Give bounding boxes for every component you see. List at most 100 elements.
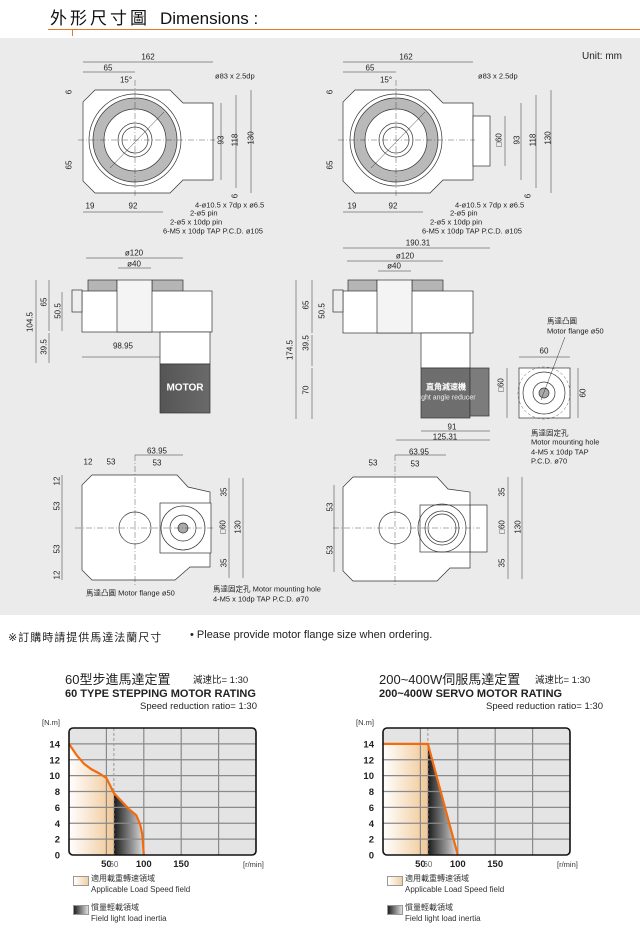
y-tick-label: 10 xyxy=(49,771,60,782)
dim-label: 91 xyxy=(447,422,457,432)
legend-label-zh: 適用載重轉速領域 xyxy=(405,874,469,883)
callout-label: 4-ø10.5 x 7dp x ø6.5 xyxy=(195,200,265,210)
applicable-load-speed-area xyxy=(69,743,114,855)
flange-label-zh: 馬達凸圓 xyxy=(547,316,577,326)
dim-label: 125.31 xyxy=(432,432,458,442)
legend-label-zh: 慣量輕載領域 xyxy=(405,903,453,912)
dim-label: 60 xyxy=(539,346,549,356)
x-axis-label: [r/min] xyxy=(243,860,264,869)
motor-label: MOTOR xyxy=(166,382,204,394)
y-axis-label: [N.m] xyxy=(42,718,60,727)
dim-label: 53 xyxy=(410,459,420,469)
dim-label: ø83 x 2.5dp xyxy=(215,71,255,81)
callout-label: 2-ø5 x 10dp pin xyxy=(170,217,223,227)
title-en: Dimensions : xyxy=(160,9,259,28)
dim-label: ø83 x 2.5dp xyxy=(478,71,518,81)
hole-label-zh: 馬達固定孔 xyxy=(531,428,569,438)
legend-swatch-inertia xyxy=(387,905,403,915)
y-tick-label: 0 xyxy=(55,851,60,862)
callout-label: 6-M5 x 10dp TAP P.C.D. ø105 xyxy=(422,226,522,236)
dim-label: 63.95 xyxy=(146,446,168,456)
reducer-label-en: Right angle reducer xyxy=(414,394,476,402)
legend-label-zh: 適用載重轉速領域 xyxy=(91,874,155,883)
side-view-left xyxy=(35,257,213,414)
legend-label-zh: 慣量輕載領域 xyxy=(91,903,139,912)
plot-border xyxy=(68,727,257,856)
y-tick-label: 8 xyxy=(55,787,60,798)
dim-label: 65 xyxy=(365,63,375,73)
plan-view-right xyxy=(333,454,523,585)
y-tick-label: 14 xyxy=(49,739,60,750)
hole-spec: 4-M5 x 10dp TAP xyxy=(531,447,589,457)
side-view-right xyxy=(295,247,508,441)
chart-ratio-zh: 減速比= 1:30 xyxy=(535,675,591,686)
dim-label: 162 xyxy=(399,52,413,62)
callout-label: 6-M5 x 10dp TAP P.C.D. ø105 xyxy=(163,226,263,236)
motor-flange-view xyxy=(517,336,579,420)
chart-subtitle: Speed reduction ratio= 1:30 xyxy=(140,701,257,712)
chart-subtitle: Speed reduction ratio= 1:30 xyxy=(486,701,603,712)
chart-title-zh: 60型步進馬達定置 xyxy=(65,672,171,687)
plan-view-left xyxy=(61,454,244,585)
x-tick-label: 150 xyxy=(173,859,189,870)
dim-label: 53 xyxy=(368,458,378,468)
legend-swatch-applicable xyxy=(73,876,89,886)
flange-callout: 馬達凸圓 Motor flange ø50 xyxy=(86,588,175,598)
dim-label: 190.31 xyxy=(405,238,431,248)
chart-title-zh: 200~400W伺服馬達定置 xyxy=(379,672,521,687)
title-underline xyxy=(48,29,640,30)
dim-label: 15° xyxy=(379,75,393,85)
chart-title: 200~400W SERVO MOTOR RATING xyxy=(379,688,563,700)
dim-label: ø120 xyxy=(395,251,415,261)
hole-spec: P.C.D. ø70 xyxy=(531,456,568,466)
legend-label-en: Field light load inertia xyxy=(91,914,167,923)
legend-label-en: Applicable Load Speed field xyxy=(91,885,191,894)
legend-swatch-inertia xyxy=(73,905,89,915)
hole-label-en: Motor mounting hole xyxy=(531,437,600,447)
reducer-label-zh: 直角減速機 xyxy=(426,382,466,392)
dim-label: 15° xyxy=(119,75,133,85)
dim-label: ø40 xyxy=(387,261,401,271)
dim-label: 19 xyxy=(347,201,357,211)
flange-label-en: Motor flange ø50 xyxy=(547,326,604,336)
callout-label: 2-ø5 pin xyxy=(450,208,478,218)
torque-speed-curve xyxy=(68,743,145,856)
title-zh: 外形尺寸圖 xyxy=(50,9,150,28)
top-view-left xyxy=(78,61,252,213)
dim-label: ø120 xyxy=(124,248,144,258)
page-title: 外形尺寸圖 Dimensions : xyxy=(50,4,258,29)
x-tick-label: 60 xyxy=(109,860,118,869)
dim-label: 98.95 xyxy=(112,341,134,351)
title-underline-tick xyxy=(72,29,73,36)
legend-swatch-applicable xyxy=(387,876,403,886)
dim-label: 53 xyxy=(106,457,116,467)
callout-label: 2-ø5 pin xyxy=(190,208,218,218)
legend-label-en: Applicable Load Speed field xyxy=(405,885,505,894)
dim-label: 63.95 xyxy=(408,447,430,457)
chart-ratio-zh: 減速比= 1:30 xyxy=(193,675,249,686)
dim-label: ø40 xyxy=(127,259,141,269)
x-tick-label: 50 xyxy=(101,859,112,870)
y-tick-label: 4 xyxy=(55,819,61,830)
order-note-zh: ※訂購時請提供馬達法蘭尺寸 xyxy=(8,632,163,644)
x-tick-label: 100 xyxy=(136,859,152,870)
hole-callout: 馬達固定孔 Motor mounting hole xyxy=(213,584,321,594)
dim-label: 53 xyxy=(152,458,162,468)
callout-label: 4-ø10.5 x 7dp x ø6.5 xyxy=(455,200,525,210)
order-note-en: • Please provide motor flange size when … xyxy=(190,629,433,641)
dim-label: 65 xyxy=(103,63,113,73)
y-tick-label: 2 xyxy=(55,835,60,846)
legend-label-en: Field light load inertia xyxy=(405,914,481,923)
hole-callout: 4-M5 x 10dp TAP P.C.D. ø70 xyxy=(213,594,309,604)
unit-label: Unit: mm xyxy=(582,51,622,62)
callout-label: 2-ø5 x 10dp pin xyxy=(430,217,483,227)
top-view-right xyxy=(338,61,552,213)
y-tick-label: 6 xyxy=(55,803,60,814)
dim-label: 12 xyxy=(83,457,93,467)
y-tick-label: 12 xyxy=(49,755,60,766)
dim-label: 19 xyxy=(85,201,95,211)
dim-label: 92 xyxy=(388,201,398,211)
chart-title: 60 TYPE STEPPING MOTOR RATING xyxy=(65,688,256,700)
